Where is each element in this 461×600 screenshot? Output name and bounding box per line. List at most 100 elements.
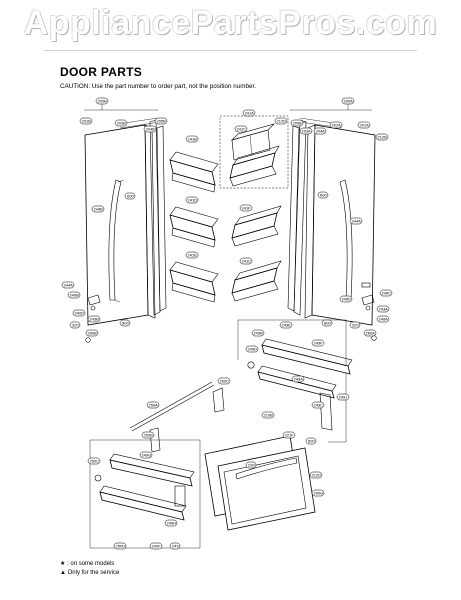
callout-800-left: 800: [119, 319, 131, 327]
svg-text:205B: 205B: [157, 119, 167, 124]
callout-600-right: 600: [317, 191, 329, 199]
callout-243A: 243A: [376, 305, 390, 313]
callout-200B: 200B: [95, 97, 109, 105]
callout-260B: 260B: [85, 329, 99, 337]
svg-text:249D: 249D: [248, 347, 258, 352]
svg-text:250D: 250D: [116, 544, 126, 549]
svg-text:250C: 250C: [90, 459, 100, 464]
callout-249E: 249E: [279, 321, 293, 329]
svg-text:249B: 249B: [254, 331, 264, 336]
svg-text:244A: 244A: [352, 219, 362, 224]
svg-text:241C: 241C: [237, 127, 247, 132]
svg-text:249: 249: [172, 544, 179, 549]
watermark-logo: AppliancePartsPros.com: [23, 3, 438, 42]
callout-250C: 250C: [87, 457, 101, 465]
svg-text:240B: 240B: [70, 293, 80, 298]
right-door-assembly: [287, 117, 377, 341]
callout-201B: 201B: [79, 117, 93, 125]
svg-text:249H: 249H: [167, 521, 177, 526]
callout-600-left: 600: [124, 192, 136, 200]
right-door-panel: [311, 124, 376, 326]
svg-text:241F: 241F: [242, 206, 252, 211]
svg-text:202A: 202A: [332, 123, 342, 128]
callout-221F: 221F: [282, 431, 296, 439]
callout-212D-top: 212D: [274, 117, 288, 125]
bracket-right: [212, 387, 225, 413]
svg-text:250A: 250A: [149, 403, 159, 408]
callout-203B: 203B: [114, 119, 128, 127]
drawer-rail-box: [237, 319, 353, 443]
svg-text:260B: 260B: [88, 331, 98, 336]
callout-241C-bottom: 241C: [239, 257, 253, 265]
callout-241B: 241B: [185, 135, 199, 143]
callout-249H: 249H: [164, 519, 178, 527]
callout-250D: 250D: [113, 542, 127, 550]
callout-249G: 249G: [139, 451, 153, 459]
callout-212D-lower: 212D: [309, 471, 323, 479]
callout-241C-top: 241C: [234, 125, 248, 133]
svg-text:210B: 210B: [264, 413, 274, 418]
svg-text:249A: 249A: [294, 377, 304, 382]
svg-text:800: 800: [122, 321, 129, 326]
callout-241D: 241D: [185, 196, 199, 204]
page-title: DOOR PARTS: [60, 65, 143, 79]
callout-249C: 249C: [311, 401, 325, 409]
callout-240B: 240B: [67, 291, 81, 299]
svg-text:200A: 200A: [344, 99, 354, 104]
svg-text:320: 320: [352, 323, 359, 328]
left-hinge: [87, 294, 101, 306]
svg-text:241C: 241C: [242, 259, 252, 264]
callout-244A-right: 244A: [349, 217, 363, 225]
svg-text:600: 600: [320, 193, 327, 198]
callout-200C-mid: 200C: [217, 377, 231, 385]
callout-205B: 205B: [154, 117, 168, 125]
basket-upper-right: [229, 145, 280, 187]
callout-244A-left: 244A: [61, 281, 75, 289]
svg-text:203A: 203A: [302, 129, 312, 134]
legend-notes: ★ : on some models ▲ Only for the servic…: [60, 560, 119, 578]
freezer-drawer-parts: [89, 381, 316, 549]
callout-260A: 260A: [363, 329, 377, 337]
callout-205B-right: 205B: [290, 119, 304, 127]
svg-text:249F: 249F: [314, 341, 324, 346]
basket-lower-left: [169, 261, 219, 303]
basket-mid-left: [169, 206, 219, 248]
callout-201A: 201A: [357, 121, 371, 129]
callout-200F: 200F: [149, 542, 163, 550]
basket-upper-left: [169, 151, 219, 193]
svg-text:241A: 241A: [245, 111, 255, 116]
svg-text:250B: 250B: [144, 433, 154, 438]
note-service-only: ▲ Only for the service: [60, 570, 120, 576]
callout-212B-right: 212B: [375, 133, 389, 141]
door-baskets: [169, 115, 289, 303]
drawer-handle: [235, 457, 298, 480]
callout-244B: 244B: [91, 205, 105, 213]
callout-249F: 249F: [311, 339, 325, 347]
callout-249A: 249A: [291, 375, 305, 383]
drawer-rail-upper: [109, 459, 193, 487]
svg-text:240A: 240A: [379, 317, 389, 322]
callout-240D-left: 240D: [72, 309, 86, 317]
callout-230: 230: [245, 461, 257, 469]
svg-text:320: 320: [72, 323, 79, 328]
caution-note: CAUTION: Use the part number to order pa…: [60, 83, 256, 90]
svg-text:221F: 221F: [285, 433, 295, 438]
header-divider: [44, 50, 417, 51]
svg-text:260A: 260A: [366, 331, 376, 336]
svg-text:249J: 249J: [339, 395, 348, 400]
left-door-panel: [84, 124, 149, 326]
svg-text:243A: 243A: [379, 307, 389, 312]
svg-text:249C: 249C: [314, 403, 324, 408]
svg-text:241D: 241D: [188, 198, 198, 203]
callout-240A: 240A: [376, 315, 390, 323]
callout-249J: 249J: [336, 393, 350, 401]
callout-249B: 249B: [251, 329, 265, 337]
callout-241F: 241F: [239, 204, 253, 212]
callout-241A: 241A: [242, 109, 256, 117]
svg-text:240D: 240D: [342, 297, 352, 302]
note-on-some-models: ★ : on some models: [60, 561, 115, 567]
svg-text:204A: 204A: [316, 129, 326, 134]
callout-320-left: 320: [69, 321, 81, 329]
svg-text:240C: 240C: [382, 291, 392, 296]
